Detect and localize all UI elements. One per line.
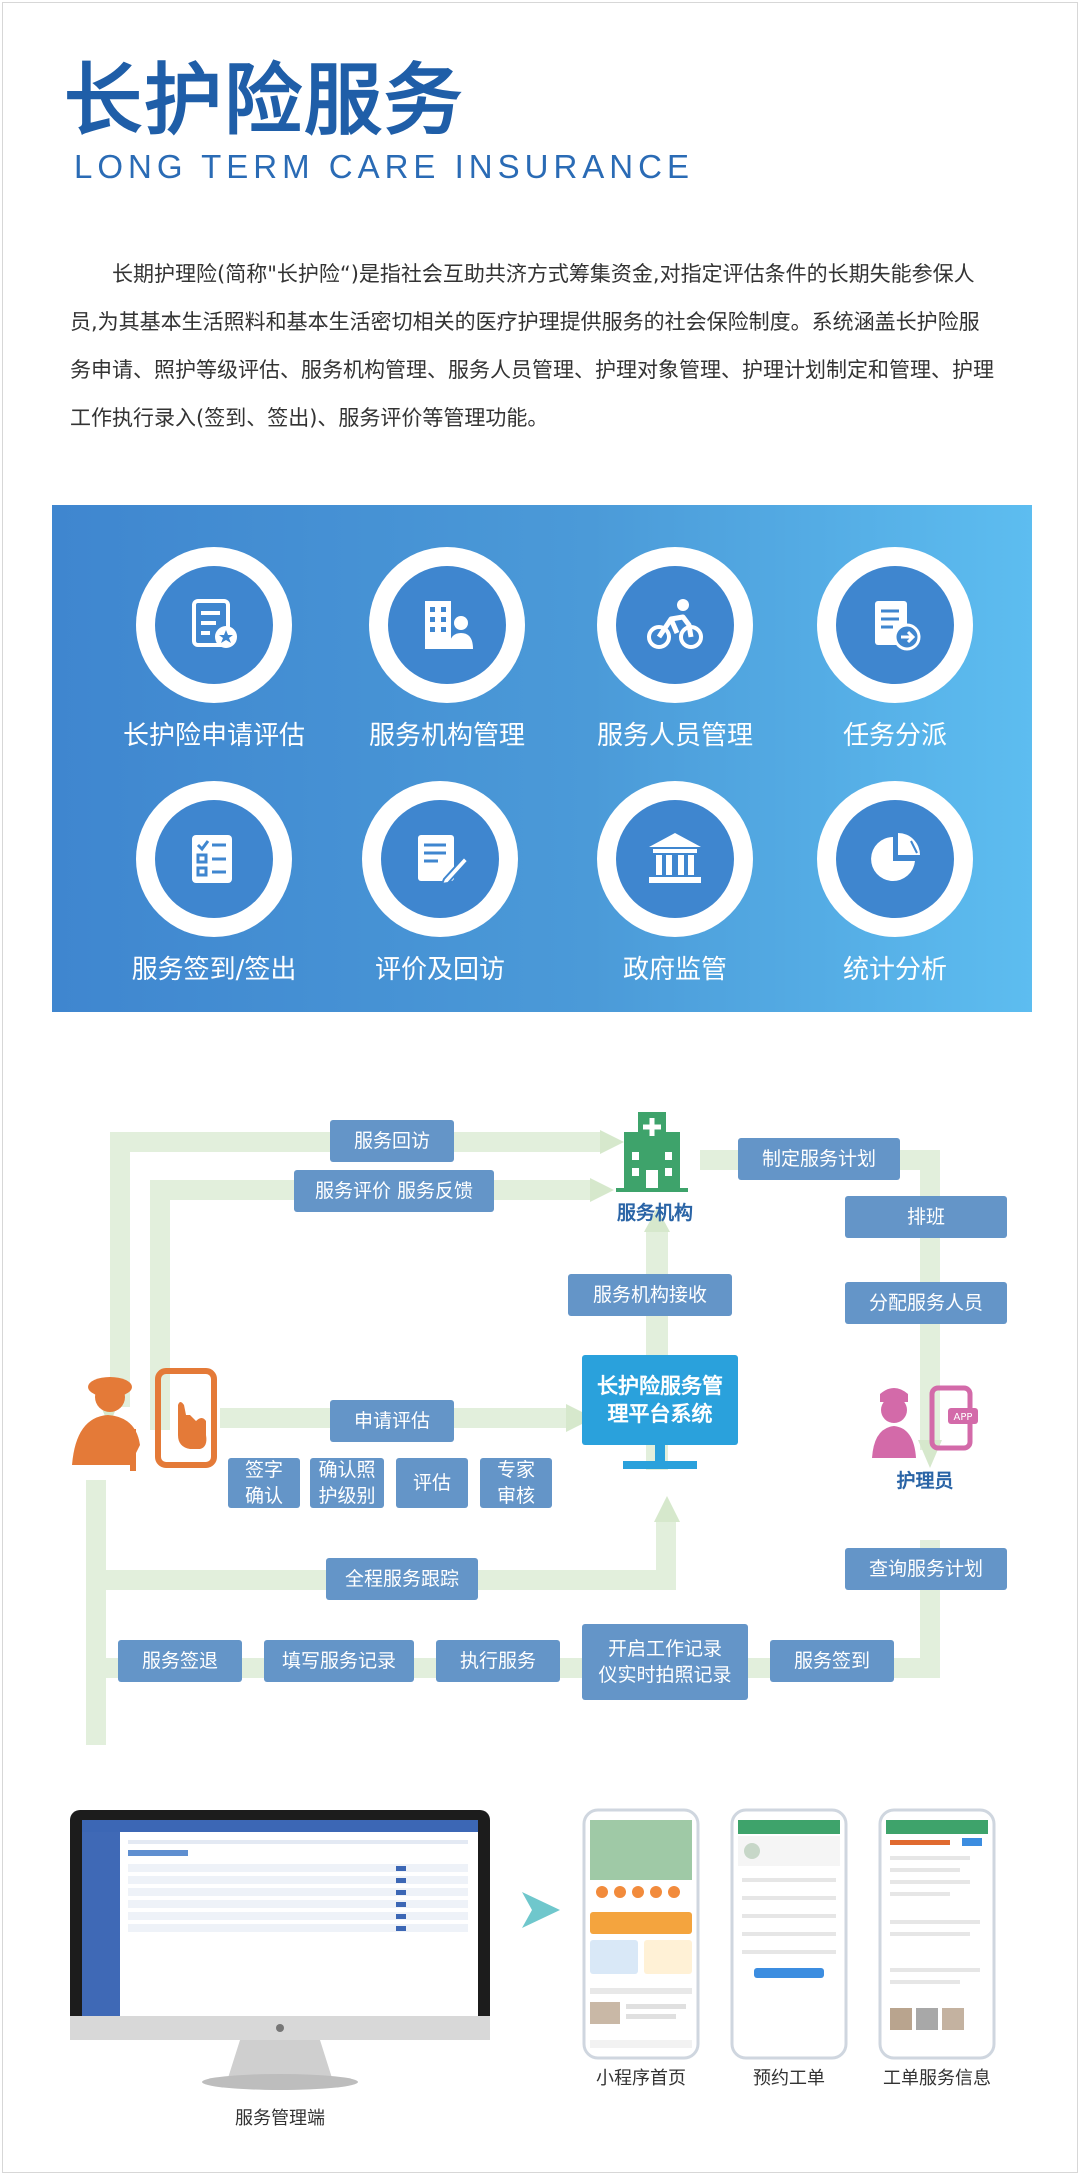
feature-ring <box>597 781 753 937</box>
full-tracking-box[interactable]: 全程服务跟踪 <box>326 1558 478 1600</box>
confirm-level-box[interactable]: 确认照 护级别 <box>310 1458 384 1508</box>
cyclist-icon <box>647 599 703 649</box>
feature-disc <box>155 566 273 684</box>
phone-caption-order: 预约工单 <box>753 2068 825 2089</box>
feature-label: 服务人员管理 <box>596 721 753 751</box>
feature-government[interactable]: 政府监管 <box>560 781 790 986</box>
nurse-label: 护理员 <box>896 1470 954 1492</box>
device-showcase: 服务管理端 小程序首页 预约工单 工单服务信息 <box>0 1800 1080 2140</box>
monitor-caption: 服务管理端 <box>235 2108 325 2129</box>
sign-in-box[interactable]: 服务签到 <box>770 1640 894 1682</box>
page-subtitle: LONG TERM CARE INSURANCE <box>74 148 694 185</box>
feature-task-dispatch[interactable]: 任务分派 <box>780 547 1010 752</box>
svg-text:APP: APP <box>954 1412 973 1423</box>
feature-disc <box>836 800 954 918</box>
flow-track <box>150 1180 170 1430</box>
flow-track <box>110 1132 130 1407</box>
document-forward-icon <box>875 601 921 651</box>
feature-application[interactable]: 长护险申请评估 <box>99 547 329 752</box>
assess-box[interactable]: 评估 <box>396 1458 468 1508</box>
intro-text: 长期护理险(简称"长护险“)是指社会互助共济方式筹集资金,对指定评估条件的长期失… <box>70 250 1000 442</box>
feature-ring <box>817 547 973 703</box>
feature-disc <box>388 566 506 684</box>
phone-order <box>730 1808 848 2060</box>
government-building-icon <box>649 833 701 883</box>
feature-ring <box>597 547 753 703</box>
feature-panel: 长护险申请评估 服务机构管理 服务人员管理 <box>52 505 1032 1012</box>
feature-label: 服务机构管理 <box>368 721 525 751</box>
nurse-app-icon: APP <box>872 1385 978 1458</box>
checklist-icon <box>192 835 232 883</box>
execute-box[interactable]: 执行服务 <box>436 1640 560 1682</box>
flow-track <box>656 1520 676 1590</box>
query-plan-box[interactable]: 查询服务计划 <box>845 1548 1007 1590</box>
institution-label: 服务机构 <box>616 1202 693 1224</box>
feature-ring <box>369 547 525 703</box>
arrow-head <box>600 1130 624 1154</box>
feature-review[interactable]: 评价及回访 <box>325 781 555 986</box>
feature-ring <box>136 547 292 703</box>
feature-ring <box>817 781 973 937</box>
fill-record-box[interactable]: 填写服务记录 <box>264 1640 414 1682</box>
admin-monitor <box>70 1810 490 2090</box>
hospital-icon <box>616 1112 688 1192</box>
apply-assess-box[interactable]: 申请评估 <box>330 1400 454 1442</box>
intro-paragraph: 长期护理险(简称"长护险“)是指社会互助共济方式筹集资金,对指定评估条件的长期失… <box>70 262 994 430</box>
start-record-box[interactable]: 开启工作记录 仪实时拍照记录 <box>582 1624 748 1700</box>
feature-disc <box>155 800 273 918</box>
feature-ring <box>362 781 518 937</box>
building-person-icon <box>425 601 473 649</box>
feature-label: 统计分析 <box>842 955 947 985</box>
arrow-head <box>654 1496 680 1522</box>
feature-sign-in-out[interactable]: 服务签到/签出 <box>99 781 329 986</box>
feature-institution[interactable]: 服务机构管理 <box>332 547 562 752</box>
service-flow-diagram: 服务机构 APP 护理员 长护险服务管 理平台系统 服务回访 服务评价 服务反馈… <box>0 1080 1080 1745</box>
arrow-head <box>644 1208 670 1232</box>
feature-label: 服务签到/签出 <box>131 955 297 985</box>
return-visit-box[interactable]: 服务回访 <box>330 1120 454 1162</box>
feature-disc <box>836 566 954 684</box>
assign-staff-box[interactable]: 分配服务人员 <box>845 1282 1007 1324</box>
feature-statistics[interactable]: 统计分析 <box>780 781 1010 986</box>
sign-out-box[interactable]: 服务签退 <box>118 1640 242 1682</box>
feature-disc <box>616 800 734 918</box>
evaluation-feedback-box[interactable]: 服务评价 服务反馈 <box>294 1170 494 1212</box>
feature-ring <box>136 781 292 937</box>
flow-track <box>86 1480 106 1745</box>
feature-label: 政府监管 <box>622 955 727 985</box>
elder-phone-icon <box>72 1368 217 1471</box>
page-title: 长护险服务 <box>64 56 465 146</box>
platform-box[interactable]: 长护险服务管 理平台系统 <box>582 1355 738 1445</box>
feature-disc <box>616 566 734 684</box>
make-plan-box[interactable]: 制定服务计划 <box>738 1138 900 1180</box>
document-edit-icon <box>418 835 470 886</box>
scheduling-box[interactable]: 排班 <box>845 1196 1007 1238</box>
phone-caption-home: 小程序首页 <box>596 2068 686 2089</box>
arrow-head <box>566 1404 594 1432</box>
feature-disc <box>381 800 499 918</box>
feature-staff[interactable]: 服务人员管理 <box>560 547 790 752</box>
arrow-head <box>590 1178 614 1202</box>
phone-caption-detail: 工单服务信息 <box>883 2068 991 2089</box>
sign-confirm-box[interactable]: 签字 确认 <box>228 1458 300 1508</box>
pie-chart-icon <box>871 833 920 881</box>
phone-detail <box>878 1808 996 2060</box>
arrow-right-icon <box>522 1892 560 1928</box>
expert-review-box[interactable]: 专家 审核 <box>480 1458 552 1508</box>
feature-label: 评价及回访 <box>374 955 505 985</box>
institution-receive-box[interactable]: 服务机构接收 <box>568 1274 732 1316</box>
feature-label: 任务分派 <box>842 721 947 751</box>
phone-home <box>582 1808 700 2060</box>
application-form-icon <box>192 599 237 648</box>
monitor-stand-icon <box>623 1445 697 1469</box>
feature-label: 长护险申请评估 <box>122 721 305 751</box>
